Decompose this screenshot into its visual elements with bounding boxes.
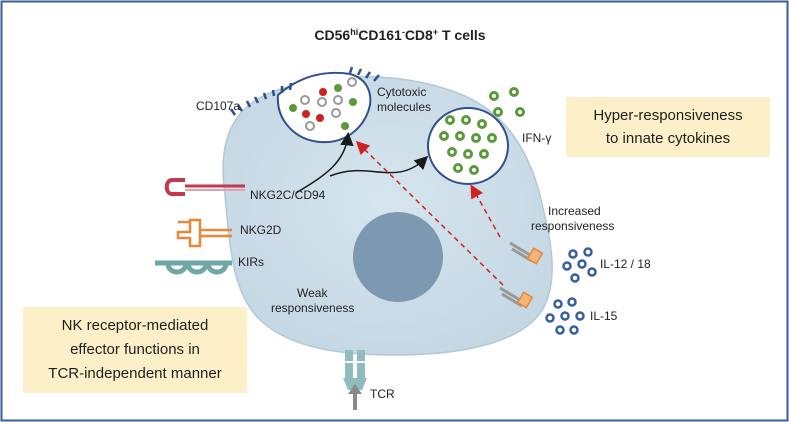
label-cytotoxic-line2: molecules	[377, 100, 431, 114]
label-kirs: KIRs	[238, 255, 264, 269]
callout-nk-receptor: NK receptor-mediated effector functions …	[23, 307, 247, 393]
tcr-receptor-icon	[343, 350, 367, 410]
label-cytotoxic-line1: Cytotoxic	[377, 85, 426, 99]
cytotoxic-granules	[289, 77, 357, 131]
label-tcr: TCR	[370, 387, 395, 401]
nkg2c-receptor-icon	[164, 178, 245, 196]
callout-hyper-responsiveness: Hyper-responsiveness to innate cytokines	[566, 97, 770, 157]
label-il15: IL-15	[590, 309, 618, 323]
callout-hyper-line2: to innate cytokines	[605, 130, 731, 147]
il12-molecules	[562, 247, 597, 283]
label-weak-line2: responsiveness	[271, 301, 354, 315]
signal-arrow-ifn	[329, 155, 429, 177]
ifn-vesicle	[427, 107, 509, 185]
label-weak-line1: Weak	[297, 286, 328, 300]
label-il12: IL-12 / 18	[600, 257, 651, 271]
callout-nk-line2: effector functions in	[70, 341, 200, 358]
cd107a-markers	[229, 66, 380, 116]
label-increased-line2: responsiveness	[531, 219, 614, 233]
nkg2d-receptor-icon	[176, 218, 232, 248]
il15-arrow	[355, 140, 504, 286]
callout-nk-line3: TCR-independent manner	[48, 365, 222, 382]
kir-receptor-icon	[155, 260, 232, 275]
label-ifn: IFN-γ	[522, 131, 551, 145]
label-cd107a: CD107a	[196, 99, 240, 113]
callout-nk-line1: NK receptor-mediated	[61, 317, 209, 334]
diagram-title: CD56hiCD161-CD8+ T cells	[314, 27, 485, 43]
il15-molecules	[545, 297, 585, 335]
cytokine-receptor-icon	[499, 241, 544, 309]
signal-arrow-cytotoxic	[295, 132, 354, 194]
nucleus	[353, 212, 443, 302]
label-increased-line1: Increased	[548, 204, 601, 218]
label-nkg2c: NKG2C/CD94	[250, 188, 326, 202]
callout-hyper-line1: Hyper-responsiveness	[593, 107, 743, 124]
label-nkg2d: NKG2D	[240, 223, 282, 237]
ifn-molecules	[439, 87, 525, 175]
il12-arrow	[470, 184, 501, 238]
